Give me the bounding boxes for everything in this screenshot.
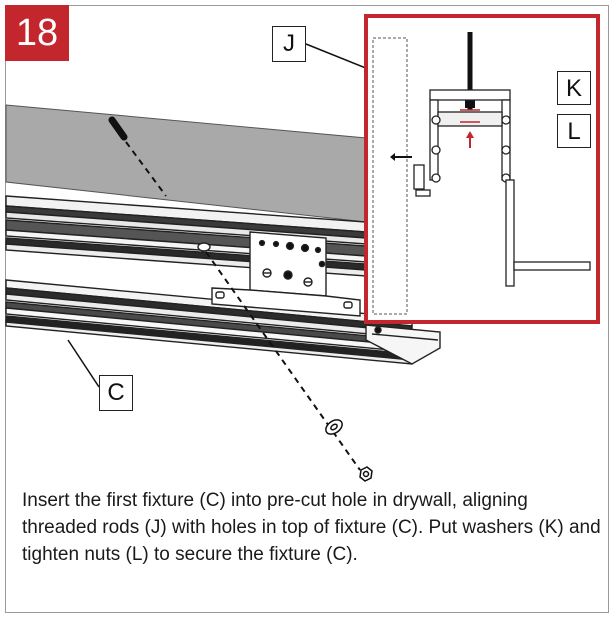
callout-washer-K: K	[557, 71, 591, 105]
nut	[359, 466, 373, 482]
callout-fixture-C: C	[99, 375, 133, 411]
step-number-badge: 18	[5, 5, 69, 61]
threaded-rod	[108, 116, 128, 141]
mounting-plate	[197, 231, 382, 334]
callout-rod-J: J	[272, 26, 306, 62]
washer	[325, 419, 343, 435]
inset-detail	[364, 14, 600, 324]
rod-dashed-path	[125, 141, 167, 197]
leader-C	[67, 339, 100, 388]
callout-nut-L: L	[557, 114, 591, 148]
instruction-text: Insert the first fixture (C) into pre-cu…	[22, 490, 601, 565]
